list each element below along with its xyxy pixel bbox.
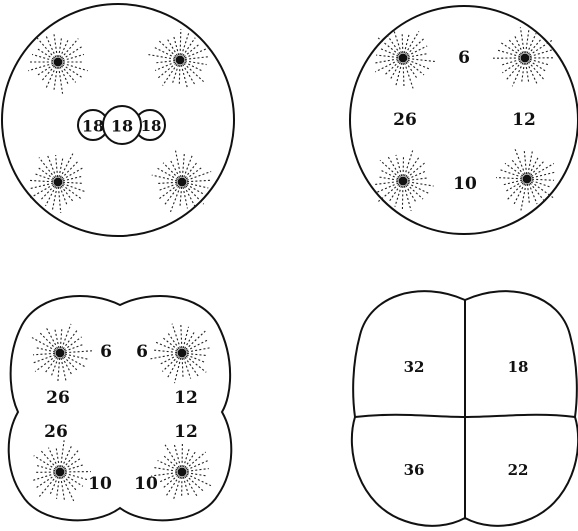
cell-label: 36 [404,461,425,479]
panel-1: 18 18 18 [2,4,234,236]
count-label: 10 [88,474,112,494]
panel-3: 6 6 26 12 26 12 10 10 [9,296,232,520]
centrosome-dot [523,175,532,184]
count-label: 6 [100,342,112,362]
nucleus-label: 18 [111,117,133,136]
nucleus-label: 18 [141,117,162,135]
centrosome-dot [399,54,408,63]
centrosome-dot [176,56,185,65]
centrosome-dot [56,349,65,358]
centrosome-dot [521,54,530,63]
count-label: 12 [512,110,536,130]
count-label: 10 [453,174,477,194]
panel-2: 6 26 12 10 [350,6,578,234]
cell-label: 18 [508,358,529,376]
count-label: 6 [458,48,470,68]
centrosome-dot [178,468,187,477]
centrosome-dot [178,349,187,358]
panel-4: 32 18 36 22 [352,291,578,526]
count-label: 6 [136,342,148,362]
count-label: 12 [174,422,198,442]
centrosome-dot [178,178,187,187]
count-label: 12 [174,388,198,408]
cell-label: 32 [404,358,425,376]
count-label: 26 [44,422,68,442]
count-label: 26 [393,110,417,130]
centrosome-dot [56,468,65,477]
cell-label: 22 [508,461,529,479]
count-label: 10 [134,474,158,494]
nucleus-label: 18 [82,117,104,136]
centrosome-dot [54,58,63,67]
centrosome-dot [54,178,63,187]
cell-outline [9,296,232,520]
centrosome-dot [399,177,408,186]
count-label: 26 [46,388,70,408]
